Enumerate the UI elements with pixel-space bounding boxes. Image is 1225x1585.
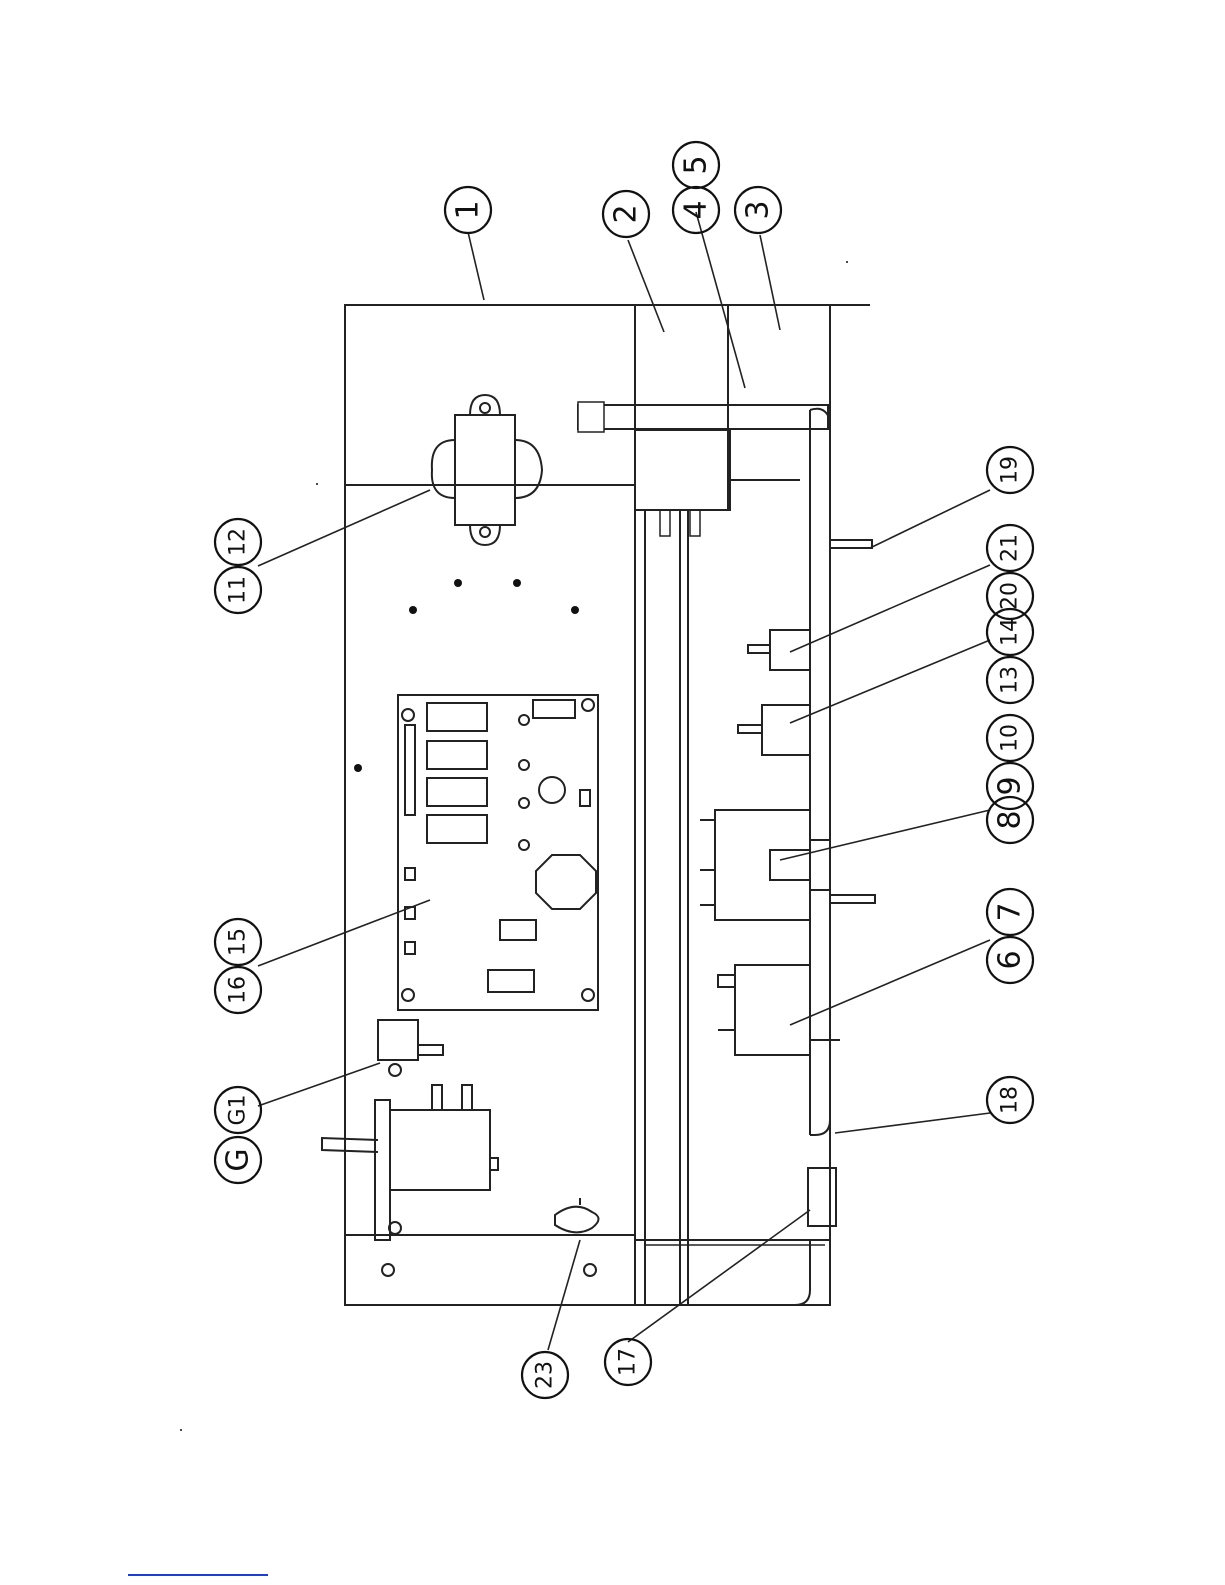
callout-label: 7: [993, 902, 1028, 921]
callout-label: 8: [993, 810, 1028, 829]
callout-label: 18: [998, 1086, 1023, 1114]
callout-6: 6: [987, 937, 1033, 983]
transformer: [432, 395, 542, 545]
switch-assembly: [322, 1020, 498, 1240]
callout-label: 19: [998, 456, 1023, 484]
callout-5: 5: [673, 142, 719, 188]
callout-label: 16: [226, 976, 251, 1004]
callout-label: 3: [741, 200, 776, 219]
callout-label: 6: [993, 950, 1028, 969]
callout-19: 19: [987, 447, 1033, 493]
callout-12: 12: [215, 519, 261, 565]
callout-21: 21: [987, 525, 1033, 571]
callout-label: 15: [226, 928, 251, 956]
rail-channels: [635, 305, 830, 1305]
callout-17: 17: [605, 1339, 651, 1385]
callout-label: 12: [226, 528, 251, 556]
callout-label: 9: [993, 776, 1028, 795]
callout-label: 2: [609, 204, 644, 223]
side-rail: [810, 409, 830, 1245]
leader-lines: [258, 212, 990, 1350]
callout-label: 23: [533, 1361, 558, 1389]
callout-8: 8: [987, 797, 1033, 843]
callout-label: G: [221, 1148, 256, 1171]
callout-13: 13: [987, 657, 1033, 703]
callout-label: G1: [226, 1094, 251, 1125]
footer-link-underline: [128, 1574, 268, 1576]
callout-1: 1: [445, 187, 491, 233]
callout-label: 17: [616, 1348, 641, 1376]
callout-23: 23: [522, 1352, 568, 1398]
support-bar: [578, 402, 828, 510]
control-pcb: [398, 695, 598, 1010]
callout-4: 4: [673, 187, 719, 233]
callout-7: 7: [987, 889, 1033, 935]
callout-10: 10: [987, 715, 1033, 761]
callout-label: 14: [998, 618, 1023, 646]
callout-2: 2: [603, 191, 649, 237]
callout-label: 4: [679, 200, 714, 219]
callout-15: 15: [215, 919, 261, 965]
callout-label: 20: [998, 582, 1023, 610]
callout-14: 14: [987, 609, 1033, 655]
callout-G1: G1: [215, 1087, 261, 1133]
callout-label: 21: [998, 534, 1023, 562]
callout-G: G: [215, 1137, 261, 1183]
clip-23: [555, 1198, 599, 1232]
rail-components: [700, 540, 875, 1226]
chassis-plate: [345, 305, 870, 1305]
callout-18: 18: [987, 1077, 1033, 1123]
callout-3: 3: [735, 187, 781, 233]
callout-label: 10: [998, 724, 1023, 752]
callout-label: 5: [679, 155, 714, 174]
callout-11: 11: [215, 567, 261, 613]
callout-label: 13: [998, 666, 1023, 694]
callout-label: 1: [451, 200, 486, 219]
callout-20: 20: [987, 573, 1033, 619]
callout-16: 16: [215, 967, 261, 1013]
callout-label: 11: [226, 576, 251, 604]
